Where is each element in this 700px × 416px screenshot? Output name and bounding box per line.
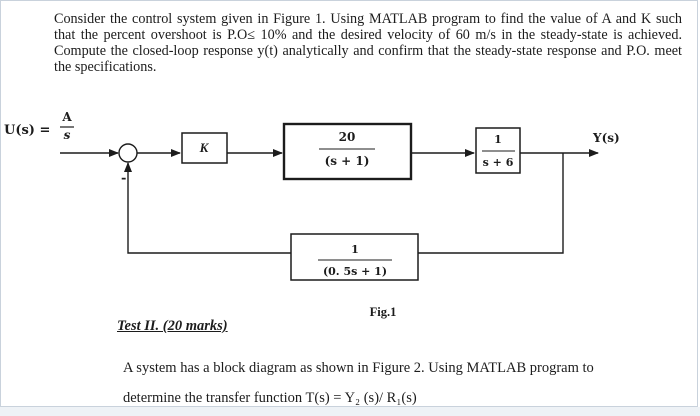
plant-denominator: (s + 1) [325, 154, 370, 168]
test-heading: Test II. (20 marks) [117, 318, 228, 334]
second-denominator: s + 6 [483, 156, 514, 169]
gain-block-label: K [199, 140, 210, 155]
test2-line-1: A system has a block diagram as shown in… [123, 360, 594, 376]
feedback-path-right [418, 153, 564, 254]
gain-block [181, 132, 228, 164]
figure-caption: Fig.1 [370, 305, 397, 319]
input-numerator: A [61, 110, 72, 124]
input-denominator: s [64, 128, 71, 142]
feedback-denominator: (0. 5s + 1) [323, 265, 387, 278]
summing-junction [118, 143, 138, 163]
plant-numerator: 20 [339, 130, 356, 144]
plant-block [282, 122, 413, 181]
problem-statement: Consider the control system given in Fig… [54, 11, 682, 75]
output-label: Y(s) [592, 131, 620, 145]
feedback-block [290, 233, 419, 281]
second-numerator: 1 [494, 133, 502, 146]
feedback-numerator: 1 [351, 243, 359, 256]
test2-line-2: determine the transfer function T(s) = Y… [123, 390, 417, 406]
page-frame [0, 0, 698, 407]
input-label: U(s) = [4, 123, 50, 138]
test2-text: A system has a block diagram as shown in… [123, 353, 683, 413]
bottom-strip [0, 407, 700, 416]
minus-sign: - [121, 171, 126, 186]
feedback-path-left [124, 162, 291, 254]
